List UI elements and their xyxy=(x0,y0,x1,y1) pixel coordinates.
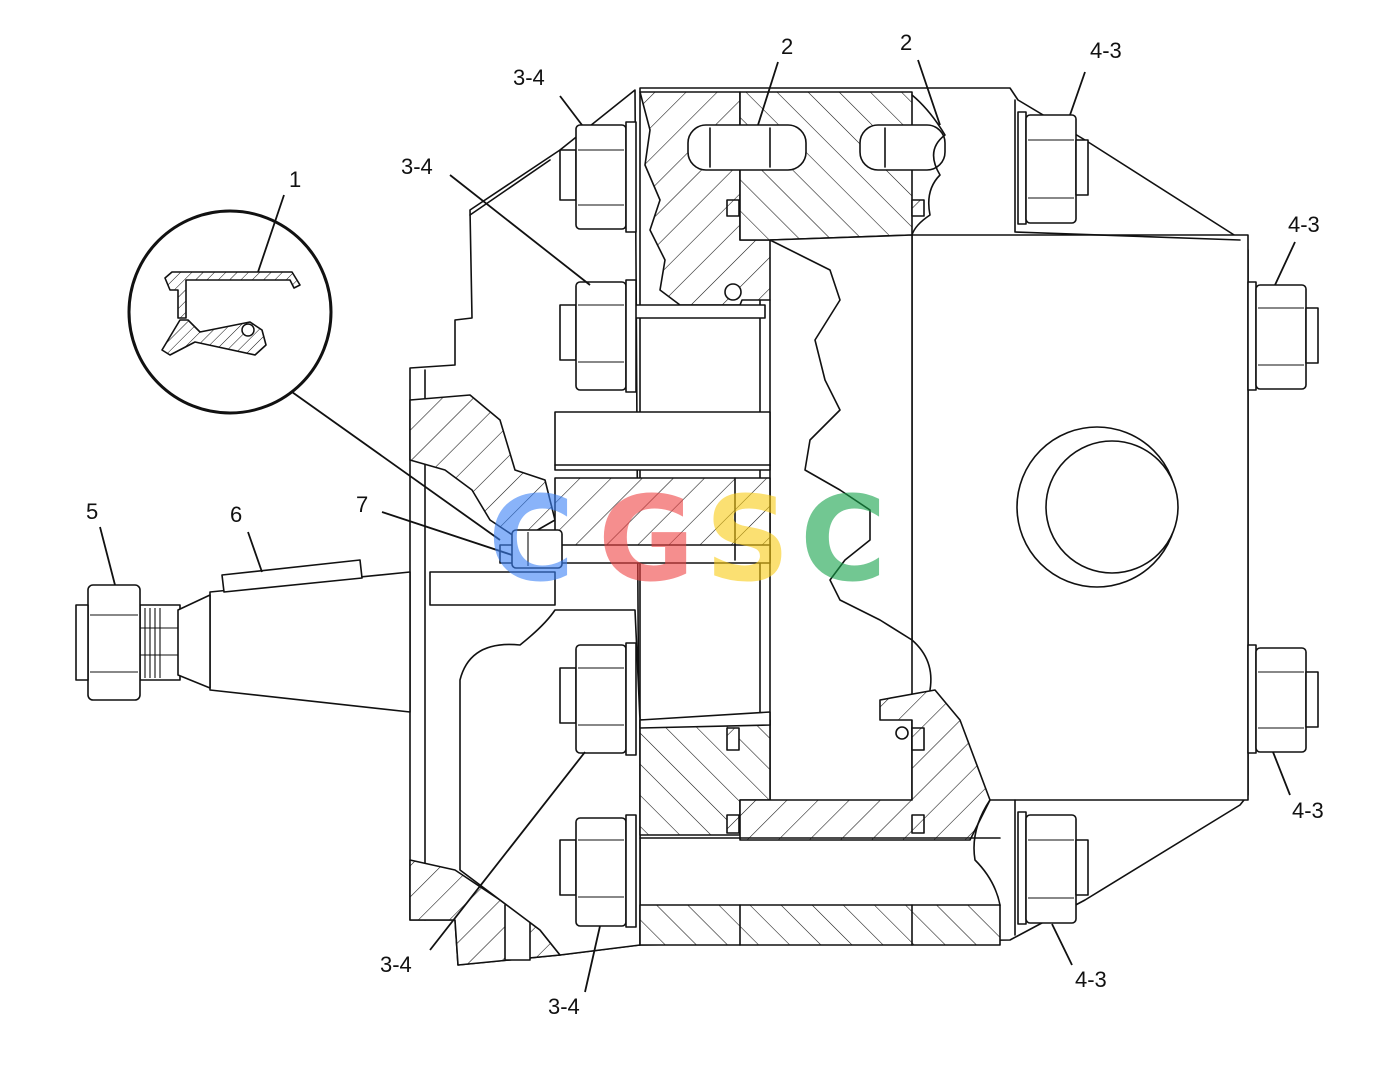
callout-4-3-right-lower: 4-3 xyxy=(1292,798,1324,823)
bolt-right-lower xyxy=(1247,644,1319,754)
callout-3-4-lower-left: 3-4 xyxy=(380,952,412,977)
bolt-right-upper xyxy=(1247,281,1319,391)
watermark-letter-2: G xyxy=(598,470,695,608)
callout-3-4-top: 3-4 xyxy=(513,65,545,90)
item-7-part xyxy=(511,529,563,569)
bolt-upper-left-1 xyxy=(559,121,637,233)
callout-6: 6 xyxy=(230,502,242,527)
callout-3-4-bottom: 3-4 xyxy=(548,994,580,1019)
fitting-nut xyxy=(87,584,141,701)
bolt-bottom-right xyxy=(1017,811,1089,925)
callout-7: 7 xyxy=(356,492,368,517)
fitting-assembly xyxy=(75,559,411,713)
detail-leader-line xyxy=(291,391,501,541)
watermark-letter-4: C xyxy=(800,470,887,608)
bolt-lower-left-2 xyxy=(559,814,637,928)
callout-labels: 1 2 2 3-4 3-4 3-4 3-4 4-3 4-3 4-3 4-3 5 … xyxy=(86,30,1324,1019)
detail-callout-circle xyxy=(127,209,333,415)
piston xyxy=(554,234,913,801)
callout-2b: 2 xyxy=(900,30,912,55)
center-shaft xyxy=(429,477,771,606)
callout-5: 5 xyxy=(86,499,98,524)
callout-4-3-top: 4-3 xyxy=(1090,38,1122,63)
callout-1: 1 xyxy=(289,167,301,192)
callout-3-4-upper: 3-4 xyxy=(401,154,433,179)
callout-2a: 2 xyxy=(781,34,793,59)
tag-plate xyxy=(221,559,363,593)
main-housing xyxy=(639,87,1249,946)
leader-lines xyxy=(99,59,1296,993)
bolt-upper-left-2 xyxy=(559,279,637,393)
upper-section xyxy=(639,91,946,306)
callout-4-3-right-upper: 4-3 xyxy=(1288,212,1320,237)
watermark-letter-3: S xyxy=(705,470,790,608)
callout-4-3-bottom: 4-3 xyxy=(1075,967,1107,992)
bolt-lower-left-1 xyxy=(559,642,637,756)
watermark-letter-1: C xyxy=(488,470,575,608)
watermark: C G S C xyxy=(488,470,887,608)
bolt-top-right xyxy=(1017,111,1089,225)
port-inner-circle xyxy=(1045,440,1179,574)
